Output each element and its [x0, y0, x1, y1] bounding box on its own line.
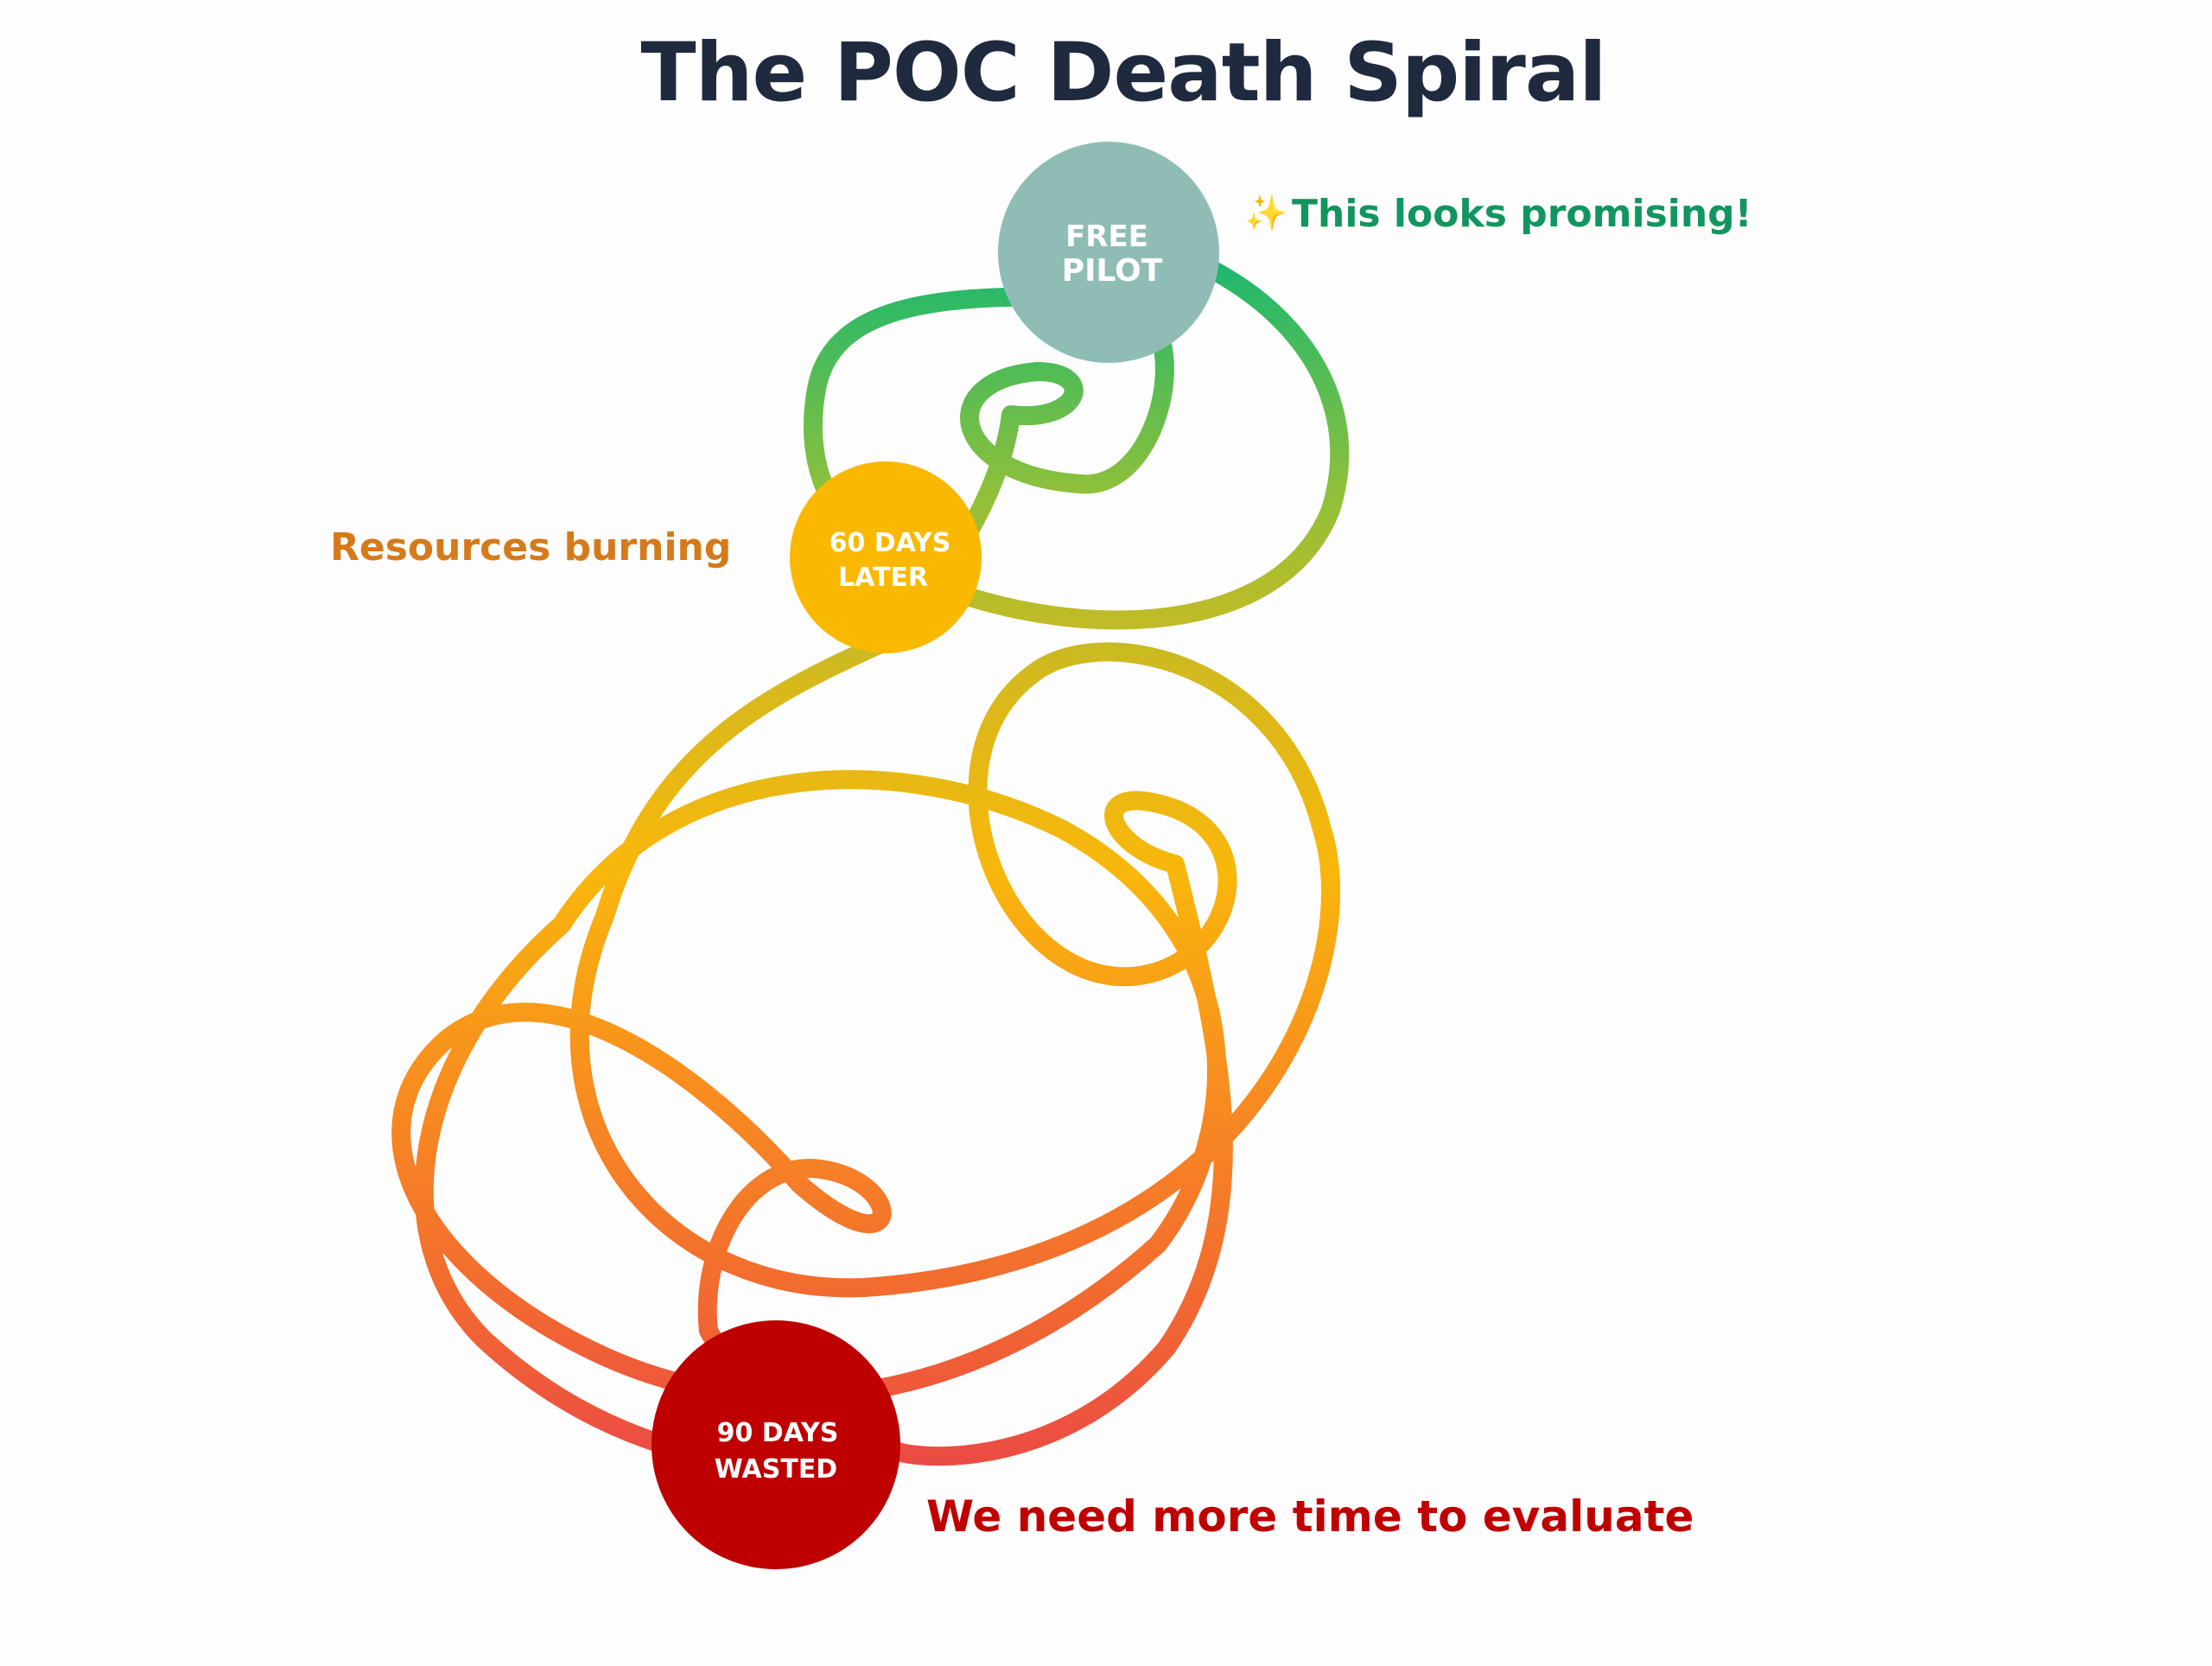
- 60-days-label-line2: LATER: [838, 563, 928, 593]
- resources-burning-annotation: Resources burning: [330, 525, 731, 569]
- 60-days-node: 60 DAYS LATER: [790, 461, 982, 653]
- 90-days-label-line1: 90 DAYS: [717, 1418, 839, 1448]
- spiral-path: [391, 224, 1350, 1474]
- promising-annotation: This looks promising!: [1292, 192, 1752, 236]
- page-title: The POC Death Spiral: [640, 26, 1606, 120]
- 90-days-label-line2: WASTED: [715, 1454, 837, 1485]
- free-pilot-label-line1: FREE: [1065, 219, 1148, 254]
- 60-days-circle: [790, 461, 982, 653]
- more-time-annotation: We need more time to evaluate: [926, 1491, 1694, 1542]
- free-pilot-node: FREE PILOT: [998, 142, 1219, 363]
- free-pilot-circle: [998, 142, 1219, 363]
- 60-days-label-line1: 60 DAYS: [830, 528, 951, 558]
- 90-days-node: 90 DAYS WASTED: [652, 1320, 900, 1569]
- free-pilot-label-line2: PILOT: [1062, 253, 1163, 289]
- sparkles-icon: ✨: [1244, 194, 1287, 233]
- 90-days-circle: [652, 1320, 900, 1569]
